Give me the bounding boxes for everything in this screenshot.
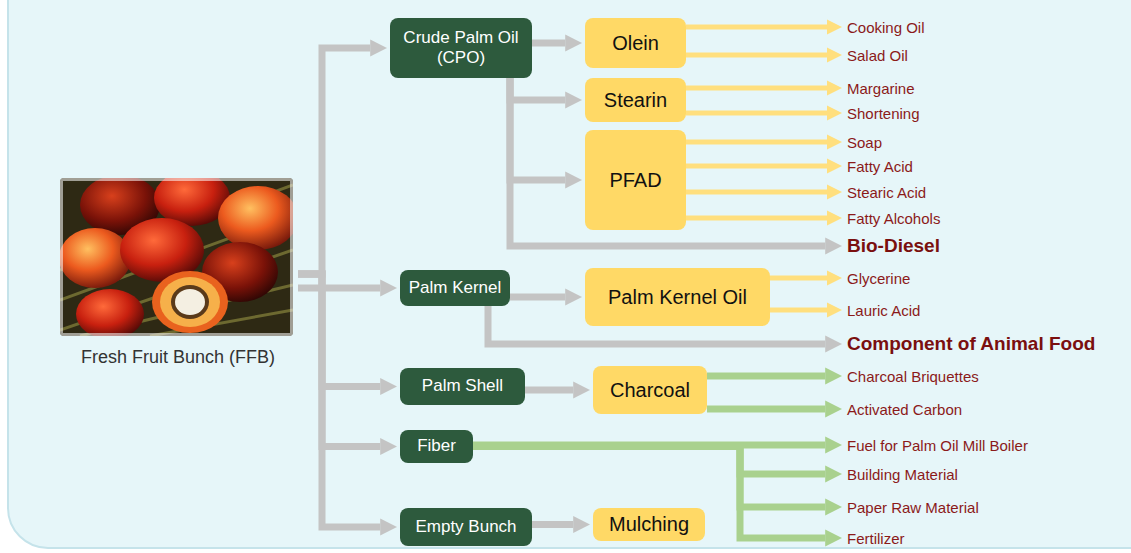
connector-arrow [532,40,565,47]
connector-arrow [686,190,827,195]
node-text: Charcoal Briquettes [847,368,979,385]
product-label: Component of Animal Food [845,329,1110,359]
node-text: Paper Raw Material [847,499,979,516]
node-text: Lauric Acid [847,302,920,319]
product-box: Mulching [593,508,705,541]
source-photo-node: Fresh Fruit Bunch (FFB) [58,176,298,372]
product-label: Soap [845,130,897,155]
connector-arrow [686,53,827,58]
node-text: Shortening [847,105,920,122]
product-label: Fuel for Palm Oil Mill Boiler [845,433,1042,458]
node-text: Cooking Oil [847,19,925,36]
node-text: Empty Bunch [415,517,516,537]
product-label: Activated Carbon [845,397,977,422]
connector-arrow [770,276,827,281]
connector-arrow [707,406,825,413]
connector-arrow [510,78,565,180]
node-text: Charcoal [610,379,690,402]
connector-arrow [298,285,380,292]
palm-fruit-photo [60,178,293,336]
node-text: Salad Oil [847,47,908,64]
node-text: Margarine [847,80,915,97]
source-box: Palm Kernel [400,270,510,306]
source-box: Fiber [400,430,473,463]
source-box: Crude Palm Oil (CPO) [390,18,532,78]
node-text: Fresh Fruit Bunch (FFB) [81,347,275,368]
connector-arrow [686,86,827,91]
node-text: Fatty Alcohols [847,210,940,227]
connector-arrow [510,294,565,301]
node-text: Stearin [604,89,667,112]
node-text: Bio-Diesel [847,235,940,257]
connector-arrow [686,216,827,221]
product-label: Margarine [845,76,929,101]
node-text: Mulching [609,513,689,536]
node-text: Fuel for Palm Oil Mill Boiler [847,437,1028,454]
node-text: Glycerine [847,270,910,287]
connector-arrow [298,274,380,527]
panel [8,0,1131,548]
source-box: Palm Shell [400,368,525,405]
node-text: Component of Animal Food [847,333,1095,355]
node-text: Fatty Acid [847,158,913,175]
connector-arrow [686,111,827,116]
connector-arrow [686,25,827,30]
node-text: Palm Shell [422,376,503,396]
product-box: PFAD [585,130,686,230]
connector-arrow [510,78,825,246]
node-text: Activated Carbon [847,401,962,418]
connector-arrow [770,308,827,313]
connector-arrow [473,447,825,475]
product-box: Palm Kernel Oil [585,268,770,326]
connector-arrow [532,521,573,528]
product-label: Stearic Acid [845,180,941,205]
source-box: Empty Bunch [400,508,532,546]
product-label: Fertilizer [845,526,919,551]
node-text: Fiber [417,436,456,456]
connector-arrow [298,274,380,447]
product-box: Charcoal [593,366,707,414]
node-text: Stearic Acid [847,184,926,201]
product-label: Building Material [845,462,972,487]
connector-arrow [686,164,827,169]
connector-arrow [473,447,825,508]
connector-arrow [510,78,565,100]
connector-arrow [707,373,825,380]
connector-arrow [686,140,827,145]
connector-arrow [298,48,370,274]
product-label: Glycerine [845,266,925,291]
connector-arrow [298,274,380,387]
node-text: PFAD [609,169,661,192]
node-text: Fertilizer [847,530,905,547]
product-label: Paper Raw Material [845,495,993,520]
node-text: Crude Palm Oil (CPO) [398,28,524,69]
product-label: Bio-Diesel [845,231,954,261]
product-box: Olein [585,18,686,68]
product-label: Shortening [845,101,934,126]
product-label: Salad Oil [845,43,922,68]
node-text: Palm Kernel Oil [608,286,747,309]
node-text: Palm Kernel [409,278,502,298]
node-text: Building Material [847,466,958,483]
product-label: Charcoal Briquettes [845,364,993,389]
product-box: Stearin [585,78,686,122]
product-label: Fatty Alcohols [845,206,955,231]
node-text: Soap [847,134,882,151]
node-text: Olein [612,32,659,55]
product-label: Cooking Oil [845,15,939,40]
product-label: Lauric Acid [845,298,935,323]
connector-arrow [525,387,573,394]
product-label: Fatty Acid [845,154,927,179]
